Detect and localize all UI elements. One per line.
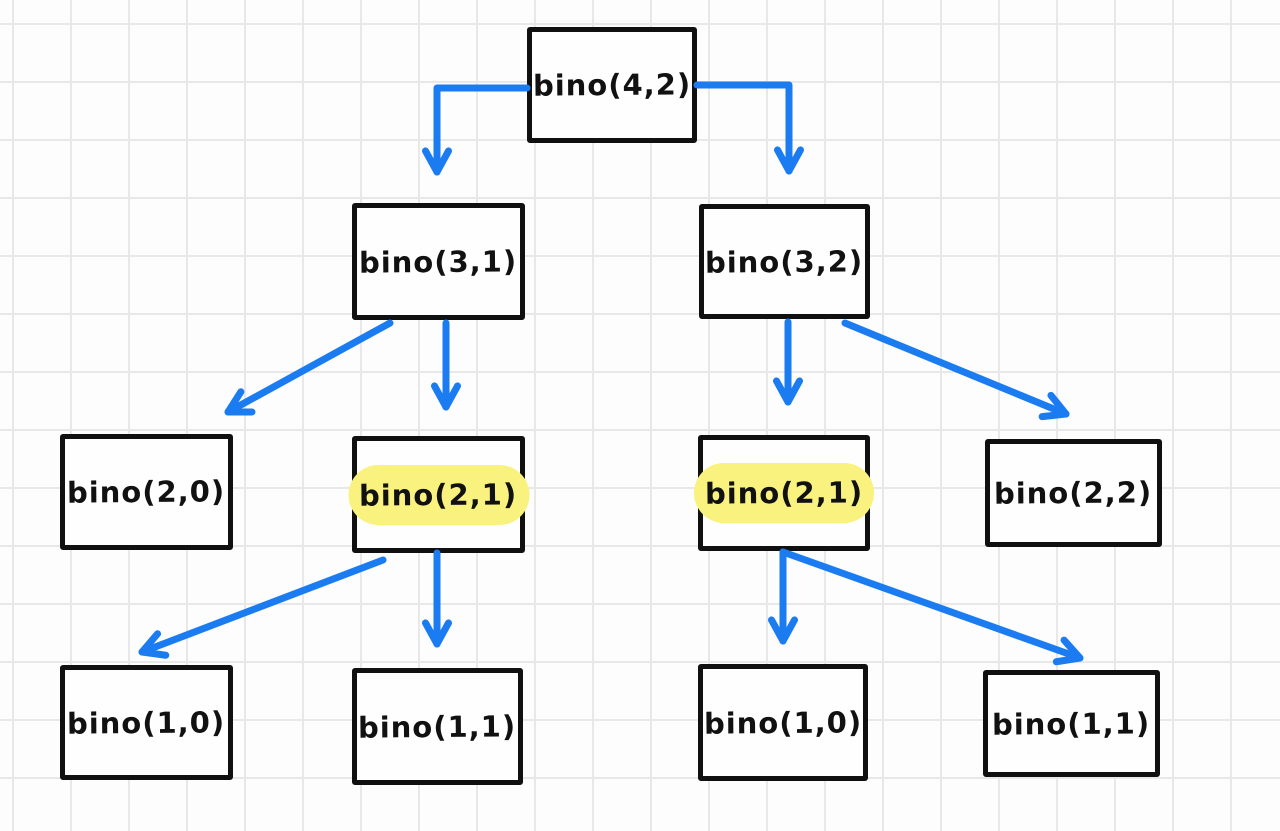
node-bino-2-1-left: bino(2,1)	[348, 436, 529, 553]
node-label: bino(2,2)	[994, 475, 1153, 511]
node-label: bino(4,2)	[532, 67, 692, 103]
node-bino-1-0-left: bino(1,0)	[60, 665, 233, 780]
node-bino-2-1-right: bino(2,1)	[694, 435, 874, 551]
node-bino-3-1: bino(3,1)	[352, 203, 525, 320]
node-bino-1-1-right: bino(1,1)	[983, 670, 1160, 777]
node-label: bino(1,0)	[703, 704, 863, 741]
node-label: bino(2,0)	[67, 474, 226, 510]
node-bino-2-0: bino(2,0)	[60, 434, 233, 550]
node-label: bino(3,2)	[705, 243, 864, 280]
node-bino-1-0-right: bino(1,0)	[698, 664, 868, 781]
node-label: bino(1,0)	[67, 704, 226, 741]
node-label: bino(1,1)	[992, 705, 1151, 742]
highlight-pill	[694, 463, 874, 523]
node-label: bino(3,1)	[359, 243, 518, 280]
node-bino-3-2: bino(3,2)	[699, 204, 870, 319]
highlight-pill	[348, 464, 529, 525]
node-label: bino(1,1)	[358, 708, 517, 745]
node-bino-4-2: bino(4,2)	[527, 27, 697, 143]
node-label: bino(2,1)	[359, 476, 518, 513]
node-label: bino(2,1)	[704, 475, 864, 511]
node-bino-1-1-left: bino(1,1)	[352, 668, 523, 785]
node-bino-2-2: bino(2,2)	[985, 439, 1162, 547]
